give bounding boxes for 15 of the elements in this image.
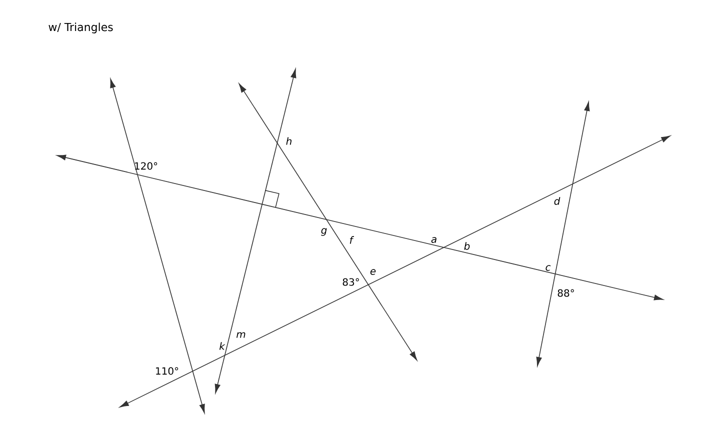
point-label: g	[321, 228, 327, 236]
angle-label: 110°	[156, 367, 178, 375]
angle-label: 83°	[342, 278, 359, 286]
point-label: b	[464, 242, 470, 250]
point-label: k	[219, 342, 226, 350]
point-label: c	[546, 265, 551, 271]
point-label: h	[286, 137, 292, 145]
point-label: f	[350, 236, 354, 244]
angle-label: 120°	[135, 162, 158, 170]
angle-label: 88°	[558, 289, 574, 297]
point-label: d	[554, 197, 560, 205]
point-label: e	[370, 269, 376, 275]
title: w/ Triangles	[48, 22, 113, 34]
point-label: a	[431, 237, 436, 243]
point-label: m	[236, 332, 246, 338]
